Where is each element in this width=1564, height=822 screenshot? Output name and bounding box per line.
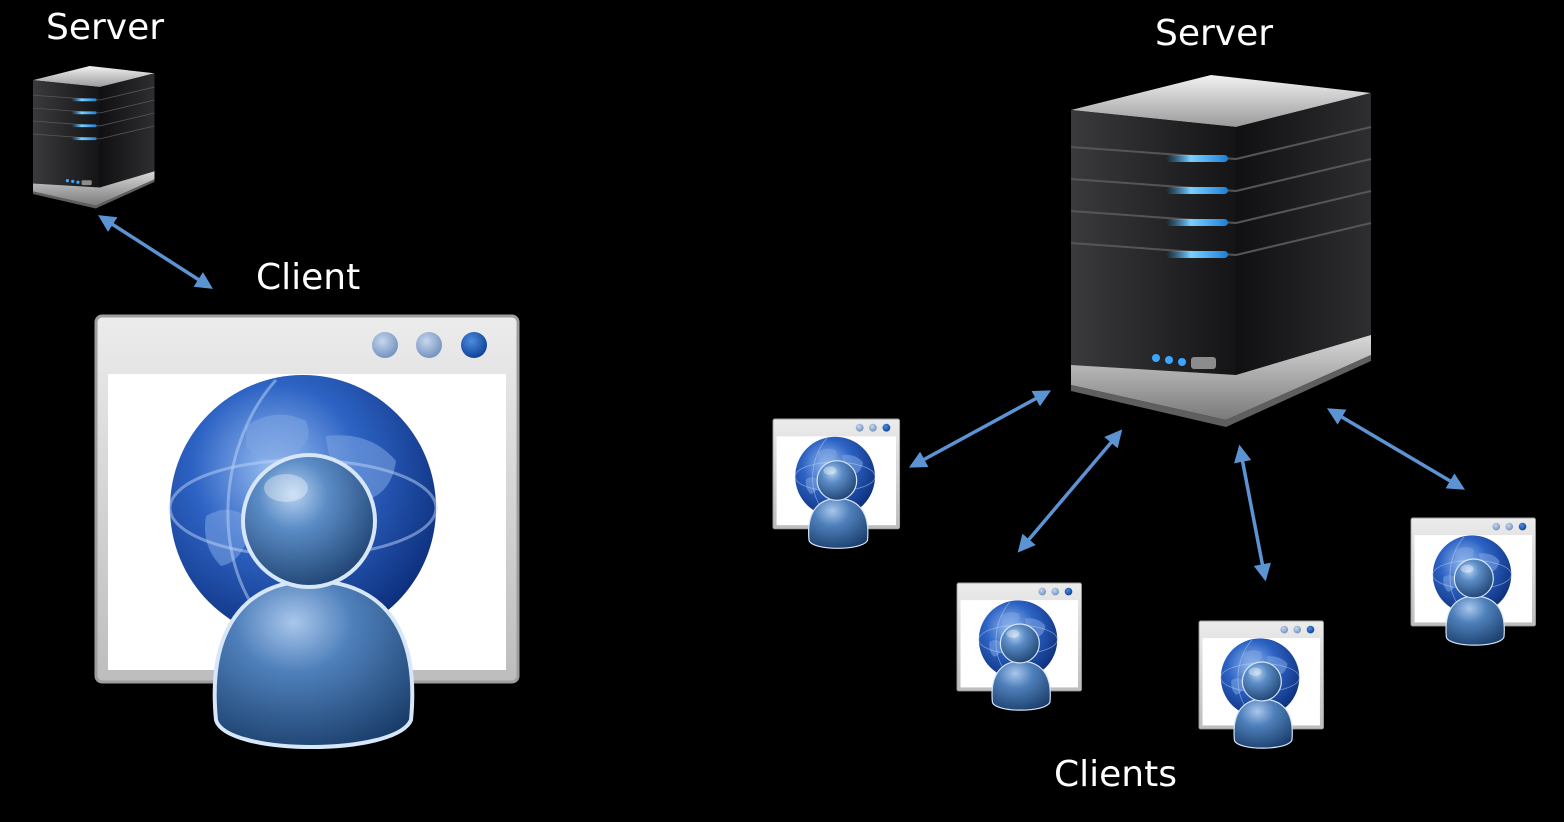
server-icon-right — [1070, 74, 1372, 428]
browser-user-icon-client-2 — [956, 582, 1083, 711]
server-icon-left — [32, 65, 155, 209]
arrow-left — [98, 215, 213, 289]
browser-user-icon-client-4 — [1410, 517, 1537, 646]
browser-user-icon-client-3 — [1198, 620, 1325, 749]
clients-label-right: Clients — [1054, 754, 1177, 795]
arrow-client-2 — [1017, 429, 1123, 553]
arrow-client-4 — [1326, 408, 1466, 490]
browser-user-icon-left — [94, 314, 520, 749]
arrow-client-1 — [908, 390, 1052, 468]
server-label-right: Server — [1155, 13, 1274, 54]
server-label-left: Server — [46, 7, 165, 48]
arrow-client-3 — [1234, 444, 1271, 582]
browser-user-icon-client-1 — [772, 418, 901, 549]
client-label-left: Client — [256, 257, 361, 298]
